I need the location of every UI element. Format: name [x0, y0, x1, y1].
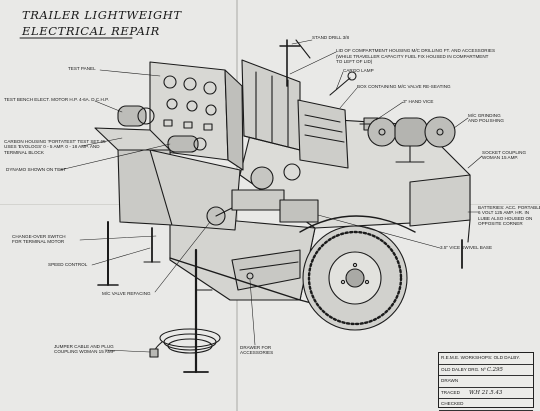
- title-block: R.E.M.E. WORKSHOPS: OLD DALBY. OLD DALBY…: [438, 352, 534, 411]
- leader-vice: [375, 101, 404, 121]
- label-hand-vice: 3" HAND VICE: [403, 99, 434, 104]
- label-vice-swivel: 3.5" VICE SWIVEL BASE: [440, 245, 493, 250]
- label-change-over-switch: CHANGE-OVER SWITCH FOR TERMINAL MOTOR: [12, 234, 66, 245]
- panel-switch-3: [203, 123, 213, 131]
- wheel-nut-3: [340, 279, 346, 285]
- gear-1: [250, 166, 274, 190]
- drawing-title-line2: ELECTRICAL REPAIR: [22, 24, 160, 38]
- label-box-valve: BOX CONTAINING M/C VALVE RE-SEATING: [357, 84, 451, 89]
- jumper-cable-coil-2: [163, 333, 217, 351]
- jumper-cable-coil-3: [167, 338, 213, 354]
- meter-4: [166, 98, 178, 110]
- box-stripe-3: [304, 134, 345, 143]
- panel-switch-1: [163, 119, 173, 127]
- valve-reseating-box: [297, 99, 349, 169]
- meter-1: [163, 75, 177, 89]
- leader-cargo: [335, 71, 344, 91]
- title-block-drawing-ref: OLD DALBY DRG. Nº C.295: [439, 365, 533, 377]
- leader-socket: [467, 155, 483, 169]
- leader-speed: [91, 247, 151, 266]
- leader-test-panel: [99, 69, 161, 77]
- label-valve-refacing: M/C VALVE REFACING: [102, 291, 151, 296]
- box-stripe-2: [304, 124, 343, 133]
- label-cargo-lamp: CARGO LAMP: [343, 68, 374, 73]
- grinder-wheel-left: [367, 117, 397, 147]
- leader-carbon: [81, 137, 123, 147]
- lid-hinge: [243, 135, 301, 151]
- leader-valve: [154, 221, 211, 293]
- vice-base: [279, 199, 319, 223]
- wheel-nut-2: [364, 279, 370, 285]
- dynamo-pulley: [193, 137, 207, 151]
- jumper-cable-coil-1: [159, 328, 221, 348]
- dynamo: [167, 135, 199, 153]
- leader-changeover: [79, 235, 157, 241]
- leader-test-motor: [94, 100, 123, 113]
- leader-lid: [289, 51, 337, 75]
- title-block-row: TRACED W.H 21.5.43: [439, 388, 533, 400]
- label-grinding: M/C GRINDING AND POLISHING: [468, 113, 504, 124]
- grinder-motor: [394, 117, 428, 147]
- jumper-plug: [149, 348, 159, 358]
- grinder-wheel-right: [424, 116, 456, 148]
- leader-stand-drill: [291, 39, 313, 45]
- title-block-row-key: TRACED: [441, 389, 460, 395]
- label-batteries: BATTERIES: ACC. PORTABLE 6 VOLT 125 AMP.…: [478, 205, 540, 227]
- label-test-panel: TEST PANEL: [68, 66, 96, 71]
- deck-side-panel: [409, 174, 471, 227]
- grind-unit: [231, 189, 285, 211]
- label-drawer: DRAWER FOR ACCESSORIES: [240, 345, 274, 356]
- meter-5: [186, 100, 198, 112]
- box-stripe-1: [304, 114, 341, 123]
- drawer-knob: [246, 272, 254, 280]
- meter-6: [205, 104, 217, 116]
- meter-2: [183, 77, 197, 91]
- leader-drawer: [249, 279, 256, 346]
- meter-3: [203, 81, 217, 95]
- label-lid-compartment: LID OF COMPARTMENT HOUSING M/C DRILLING …: [336, 48, 496, 53]
- title-block-row-value: W.H 21.5.43: [469, 389, 503, 396]
- label-socket-coupling: SOCKET COUPLING WOMAN 15 AMP.: [482, 150, 527, 161]
- leader-vice-swivel: [317, 214, 441, 249]
- panel-switch-2: [183, 121, 193, 129]
- wheel-hub: [345, 268, 365, 288]
- label-test-bench-motor: TEST BENCH ELECT. MOTOR H.P. 4-6A. D.C.H…: [4, 97, 109, 102]
- wheel-nut-1: [352, 262, 358, 268]
- drawer-line: [239, 261, 299, 271]
- leader-jumper: [104, 349, 151, 353]
- test-bench-motor: [117, 105, 147, 127]
- label-dynamo: DYNAMO SHOWN ON TEST: [6, 167, 67, 172]
- label-jumper-cable: JUMPER CABLE AND PLUG COUPLING WOMAN 15 …: [54, 344, 115, 355]
- chassis-beam: [169, 257, 301, 301]
- cargo-lamp-arm: [329, 77, 351, 96]
- mudguard: [299, 215, 416, 233]
- drawing-ref-label: OLD DALBY DRG. Nº: [441, 366, 486, 372]
- cargo-lamp: [347, 71, 357, 81]
- motor-end: [137, 107, 155, 125]
- wheel-tread: [307, 230, 403, 326]
- title-block-row: CHECKED: [439, 399, 533, 411]
- deck-edge-2: [467, 219, 471, 243]
- drawing-ref-value: C.295: [487, 366, 503, 373]
- grinder-hub-left: [378, 128, 386, 136]
- label-carbon-housing: CARBON HOUSING 'PORTATEST' TEST SET 65 U…: [4, 139, 106, 155]
- title-block-row-key: DRAWN: [441, 378, 459, 384]
- grinder-hub-right: [436, 128, 444, 136]
- title-block-header: R.E.M.E. WORKSHOPS: OLD DALBY.: [439, 353, 533, 365]
- leader-box: [339, 87, 358, 109]
- leader-grinding: [453, 117, 469, 129]
- label-stand-drill: STAND DRILL 3/8: [312, 35, 350, 40]
- title-block-row-key: CHECKED: [441, 401, 464, 407]
- test-panel-side: [224, 69, 244, 171]
- title-block-row: DRAWN: [439, 376, 533, 388]
- drawing-title-line1: TRAILER LIGHTWEIGHT: [22, 8, 182, 22]
- label-speed-control: SPEED CONTROL: [48, 262, 88, 267]
- label-lid-note: (WHILE TRAVELLER CAPACITY FUEL FIX HOUSE…: [336, 54, 489, 65]
- leader-dynamo: [59, 143, 171, 171]
- gear-2: [283, 163, 301, 181]
